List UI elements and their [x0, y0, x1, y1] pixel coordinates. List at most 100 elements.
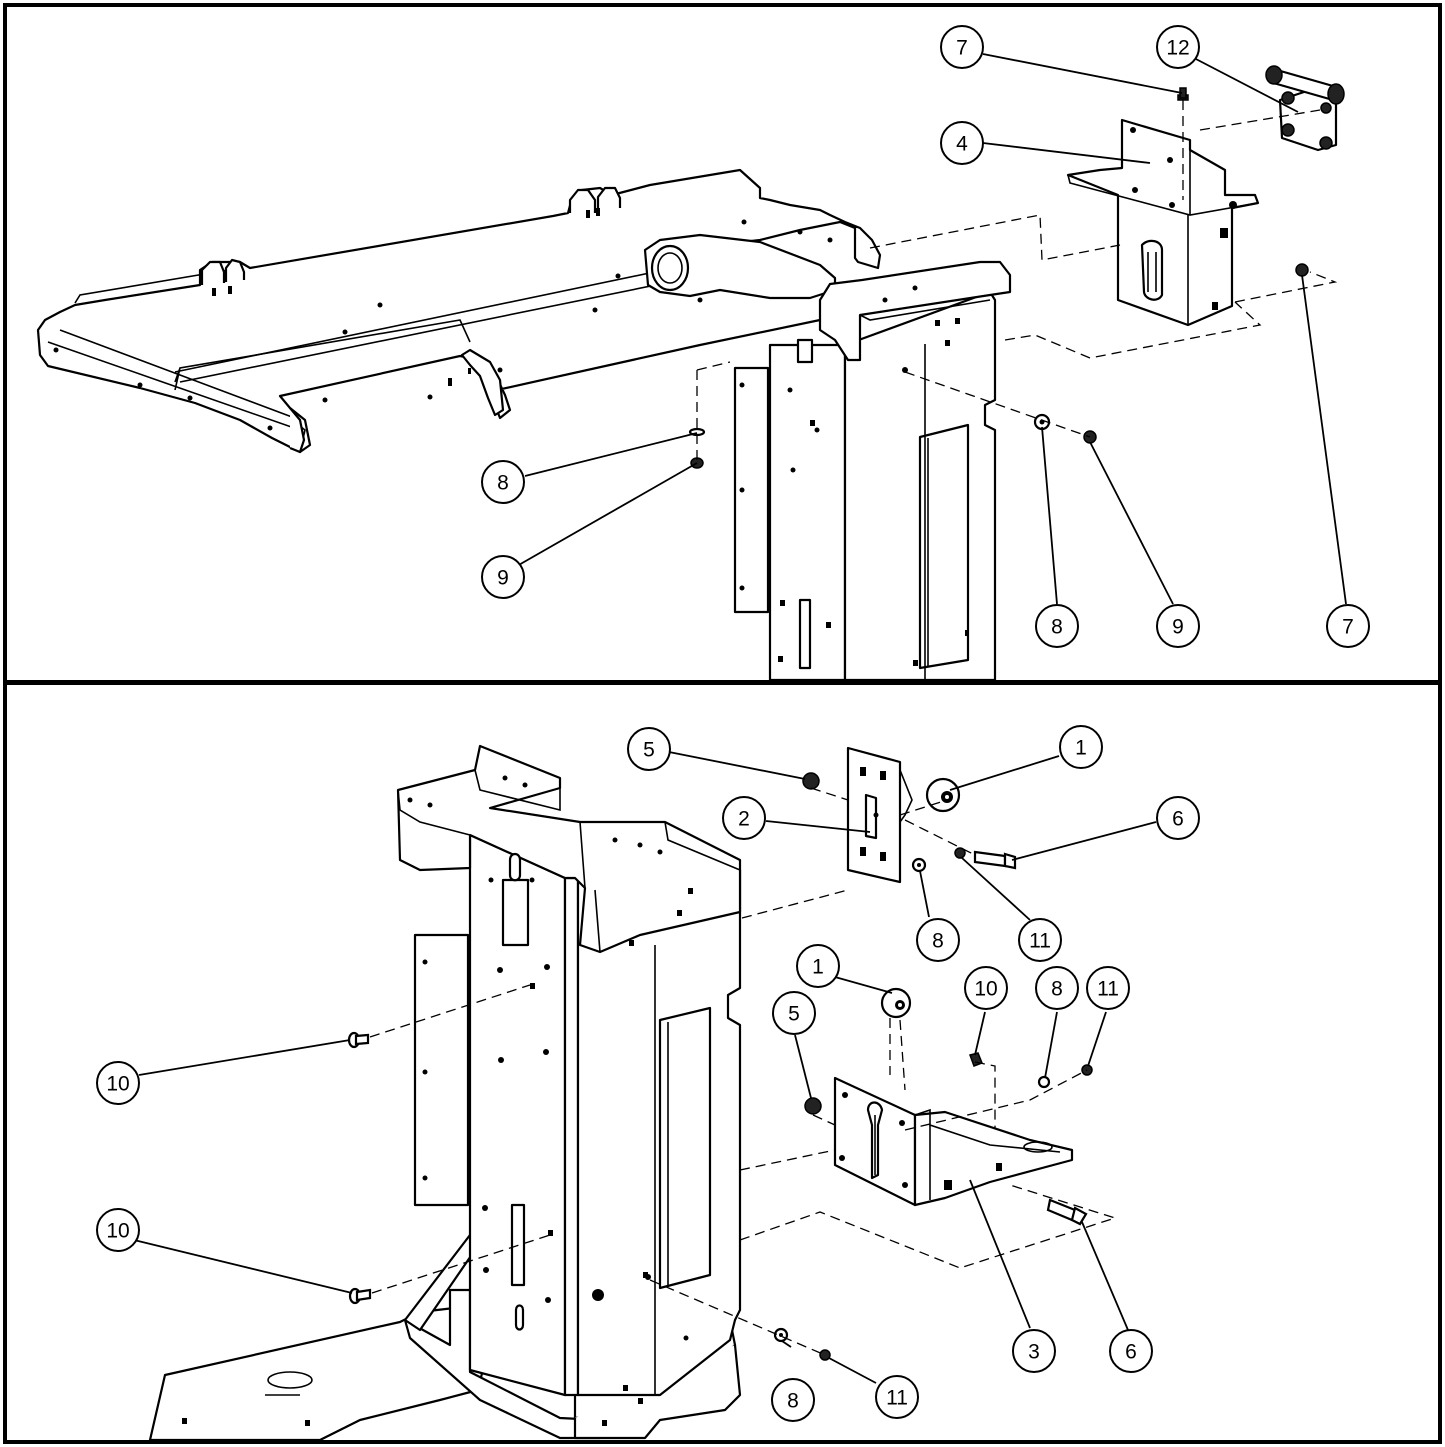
bottom-panel — [133, 744, 1157, 1442]
nut-11-lower — [819, 1349, 831, 1361]
plate-part-2 — [846, 746, 913, 884]
screw-10-lower-left — [348, 1287, 372, 1305]
callout-label: 12 — [1166, 37, 1189, 60]
nut-11-upper — [954, 847, 966, 859]
callout-circle — [940, 25, 984, 69]
callout-label: 1 — [1075, 737, 1087, 760]
callout-label: 3 — [1028, 1341, 1040, 1364]
callout-label: 11 — [1029, 930, 1051, 953]
callout-circle — [1018, 918, 1062, 962]
callout-label: 7 — [956, 37, 968, 60]
callout-bot-5a: 5 — [627, 727, 671, 771]
callout-label: 8 — [787, 1390, 799, 1413]
callout-top-7a: 7 — [940, 25, 984, 69]
callout-circle — [940, 121, 984, 165]
callout-circle — [771, 1378, 815, 1422]
callout-label: 6 — [1125, 1341, 1137, 1364]
nut-5-lower — [804, 1097, 822, 1115]
hinge-part-12 — [1265, 65, 1345, 152]
callout-circle — [627, 727, 671, 771]
bolt-6-upper — [973, 850, 1017, 870]
callout-bot-2: 2 — [722, 796, 766, 840]
callout-circle — [1109, 1329, 1153, 1373]
top-leader-lines — [516, 53, 1347, 605]
callout-bot-10b: 10 — [96, 1061, 140, 1105]
callout-label: 7 — [1342, 616, 1354, 639]
callout-circle — [772, 991, 816, 1035]
callout-bot-11c: 11 — [875, 1375, 919, 1419]
callout-label: 11 — [886, 1387, 908, 1410]
callout-label: 8 — [497, 472, 509, 495]
callout-circle — [796, 944, 840, 988]
callout-circle — [1086, 966, 1130, 1010]
callout-circle — [1156, 604, 1200, 648]
callout-bot-6a: 6 — [1156, 796, 1200, 840]
callout-circle — [1059, 725, 1103, 769]
callout-label: 5 — [643, 739, 655, 762]
callout-circle — [875, 1375, 919, 1419]
callout-bot-5b: 5 — [772, 991, 816, 1035]
callout-circle — [1012, 1329, 1056, 1373]
bottom-hardware — [347, 772, 1093, 1361]
bolt-7-lower — [1295, 263, 1309, 277]
callout-bot-8c: 8 — [771, 1378, 815, 1422]
callout-circle — [96, 1208, 140, 1252]
callout-bot-1a: 1 — [1059, 725, 1103, 769]
callout-top-8b: 8 — [1035, 604, 1079, 648]
callout-bot-10a: 10 — [964, 966, 1008, 1010]
seat-support-frame — [36, 168, 882, 454]
bottom-assembly-lines — [369, 787, 1118, 1356]
callout-circle — [1035, 966, 1079, 1010]
callout-label: 9 — [497, 567, 509, 590]
callout-circle — [96, 1061, 140, 1105]
bottom-panel-border — [3, 681, 1442, 1444]
callout-circle — [481, 460, 525, 504]
callout-bot-8a: 8 — [916, 918, 960, 962]
callout-circle — [916, 918, 960, 962]
bottom-leader-lines — [133, 751, 1157, 1384]
callout-label: 4 — [956, 133, 968, 156]
callout-label: 5 — [788, 1003, 800, 1026]
callout-top-8a: 8 — [481, 460, 525, 504]
bracket-part-4 — [1066, 118, 1260, 327]
callout-top-9b: 9 — [1156, 604, 1200, 648]
callout-bot-8b: 8 — [1035, 966, 1079, 1010]
callout-circle — [1156, 796, 1200, 840]
callout-bot-11b: 11 — [1086, 966, 1130, 1010]
upright-column-top — [733, 260, 1012, 682]
callout-top-7b: 7 — [1326, 604, 1370, 648]
main-column-bottom — [396, 744, 742, 1440]
callout-bot-3: 3 — [1012, 1329, 1056, 1373]
callout-top-12: 12 — [1156, 25, 1200, 69]
callout-label: 1 — [812, 956, 824, 979]
callout-circle — [1156, 25, 1200, 69]
callout-label: 10 — [106, 1073, 129, 1096]
nut-5-upper — [802, 772, 820, 790]
callout-label: 9 — [1172, 616, 1184, 639]
top-panel — [36, 53, 1347, 682]
bumper-1-lower — [880, 987, 912, 1019]
bumper-1-upper — [925, 777, 961, 813]
callout-bot-1b: 1 — [796, 944, 840, 988]
callout-label: 10 — [106, 1220, 129, 1243]
callout-label: 8 — [1051, 616, 1063, 639]
callout-label: 11 — [1097, 978, 1119, 1001]
washer-8-mid — [1037, 1075, 1051, 1089]
screw-10-upper-left — [347, 1031, 370, 1049]
callout-bot-6b: 6 — [1109, 1329, 1153, 1373]
callout-label: 6 — [1172, 808, 1184, 831]
bracket-part-3 — [833, 1076, 1074, 1207]
callout-circle — [481, 555, 525, 599]
base-rail — [148, 1288, 602, 1442]
callout-bot-11a: 11 — [1018, 918, 1062, 962]
callout-top-9a: 9 — [481, 555, 525, 599]
top-assembly-lines — [696, 100, 1338, 460]
callout-label: 8 — [1051, 978, 1063, 1001]
callout-circle — [722, 796, 766, 840]
callout-circle — [1326, 604, 1370, 648]
callout-top-4: 4 — [940, 121, 984, 165]
callout-label: 8 — [932, 930, 944, 953]
